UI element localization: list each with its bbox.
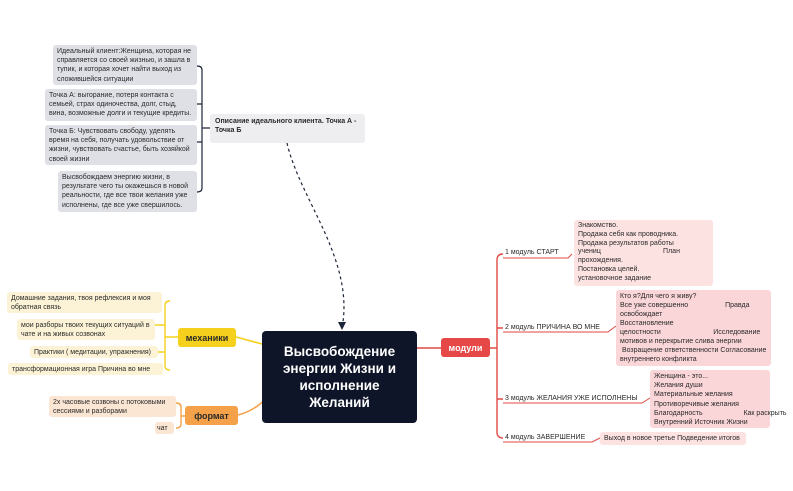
- format-item-calls[interactable]: 2х часовые созвоны с потоковыми сессиями…: [49, 396, 176, 417]
- module-3-detail[interactable]: Женщина - это... Желания души Материальн…: [650, 370, 787, 428]
- mechanics-bracket: [155, 300, 178, 371]
- description-bracket: [196, 65, 203, 193]
- module-2-detail[interactable]: Кто я?Для чего я живу? Все уже совершенн…: [616, 290, 771, 366]
- format-bracket: [175, 402, 185, 429]
- central-topic[interactable]: Высвобождение энергии Жизни и исполнение…: [262, 331, 417, 423]
- mechanics-item-game[interactable]: трансформационная игра Причина во мне: [8, 363, 163, 375]
- module-2-label[interactable]: 2 модуль ПРИЧИНА ВО МНЕ: [505, 324, 600, 331]
- module-1-label[interactable]: 1 модуль СТАРТ: [505, 249, 559, 256]
- module-3-label[interactable]: 3 модуль ЖЕЛАНИЯ УЖЕ ИСПОЛНЕНЫ: [505, 395, 638, 402]
- point-b-note[interactable]: Точка Б: Чувствовать свободу, уделять вр…: [45, 125, 197, 165]
- format-item-chat[interactable]: чат: [155, 422, 174, 434]
- ideal-client-note[interactable]: Идеальный клиент:Женщина, которая не спр…: [53, 45, 197, 85]
- mechanics-item-reviews[interactable]: мои разборы твоих текущих ситуаций в чат…: [17, 319, 155, 340]
- module-4-detail[interactable]: Выход в новое третье Подведение итогов: [600, 432, 746, 445]
- modules-bracket: [490, 253, 504, 439]
- mechanics-item-homework[interactable]: Домашние задания, твоя рефлексия и моя о…: [7, 292, 162, 313]
- point-a-note[interactable]: Точка А: выгорание, потеря контакта с се…: [45, 89, 197, 121]
- mechanics-item-practices[interactable]: Практики ( медитации, упражнения): [30, 346, 158, 358]
- module-1-underline: [503, 253, 573, 259]
- format-chip[interactable]: формат: [185, 406, 238, 425]
- mechanics-line: [235, 336, 263, 345]
- central-to-description-dashed: [286, 142, 345, 329]
- mechanics-chip[interactable]: механики: [178, 328, 236, 347]
- format-line: [237, 399, 265, 416]
- energy-release-note[interactable]: Высвобождаем энергию жизни, в результате…: [58, 171, 197, 212]
- module-3-underline: [503, 397, 651, 404]
- module-4-underline: [503, 437, 601, 443]
- dashed-arrowhead: [338, 322, 346, 330]
- description-link: [197, 103, 210, 143]
- module-1-detail[interactable]: Знакомство. Продажа себя как проводника.…: [574, 220, 713, 286]
- description-label[interactable]: Описание идеального клиента. Точка А - Т…: [210, 114, 365, 143]
- modules-chip[interactable]: модули: [441, 338, 490, 357]
- module-4-label[interactable]: 4 модуль ЗАВЕРШЕНИЕ: [505, 434, 586, 441]
- module-2-underline: [503, 325, 617, 333]
